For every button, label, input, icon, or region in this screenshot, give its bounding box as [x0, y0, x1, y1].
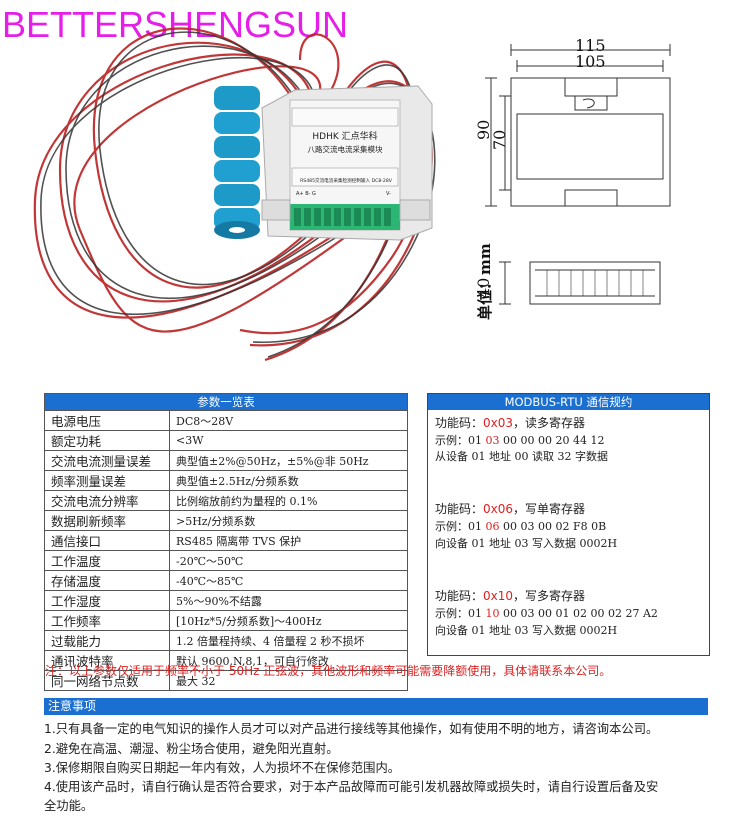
- module-bottom-label: RS485交流电流采集检测控制输入 DC8-28V: [300, 177, 393, 184]
- ex-suffix: 00 03 00 02 F8 0B: [499, 520, 607, 533]
- param-value: <3W: [169, 430, 408, 451]
- ex-prefix: 示例：01: [435, 607, 486, 620]
- param-table-header: 参数一览表: [44, 393, 408, 411]
- ex-prefix: 示例：01: [435, 520, 486, 533]
- param-value: >5Hz/分频系数: [169, 510, 408, 531]
- param-key: 工作温度: [44, 550, 170, 571]
- modbus-example-line: 示例：01 10 00 03 00 01 02 00 02 27 A2: [435, 605, 658, 621]
- param-value: 1.2 倍量程持续、4 倍量程 2 秒不损坏: [169, 630, 408, 651]
- param-value: 典型值±2%@50Hz，±5%@非 50Hz: [169, 450, 408, 471]
- param-key: 通信接口: [44, 530, 170, 551]
- notice-item: 2.避免在高温、潮湿、粉尘场合使用，避免阳光直射。: [44, 742, 339, 756]
- table-row: 工作温度-20℃～50℃: [44, 550, 408, 571]
- notice-item: 3.保修期限自购买日期起一年内有效，人为损坏不在保修范围内。: [44, 761, 401, 775]
- fn-code: 0x03: [483, 416, 514, 430]
- modbus-desc: 向设备 01 地址 03 写入数据 0002H: [435, 624, 618, 637]
- red-note: 注：以上参数仅适用于频率不小于 50Hz 正弦波，其他波形和频率可能需要降额使用…: [45, 664, 612, 678]
- modbus-desc: 向设备 01 地址 03 写入数据 0002H: [435, 537, 618, 550]
- dim-width-outer: 115: [575, 36, 606, 55]
- param-key: 工作湿度: [44, 590, 170, 611]
- table-row: 频率测量误差典型值±2.5Hz/分频系数: [44, 470, 408, 491]
- param-value: 最大 32: [169, 670, 408, 691]
- param-key: 工作频率: [44, 610, 170, 631]
- fn-code: 0x06: [483, 502, 514, 516]
- param-key: 同一网络节点数: [44, 670, 170, 691]
- modbus-function-line: 功能码：0x10，写多寄存器: [435, 587, 585, 604]
- modbus-example-line: 示例：01 06 00 03 00 02 F8 0B: [435, 518, 606, 534]
- ex-code: 06: [485, 520, 500, 533]
- param-value: 比例缩放前约为量程的 0.1%: [169, 490, 408, 511]
- module-pin-right: V-: [386, 191, 391, 197]
- modbus-panel: MODBUS-RTU 通信规约 功能码：0x03，读多寄存器 示例：01 03 …: [427, 393, 710, 656]
- param-value: 典型值±2.5Hz/分频系数: [169, 470, 408, 491]
- fn-code: 0x10: [483, 589, 514, 603]
- table-row: 额定功耗<3W: [44, 430, 408, 451]
- fn-prefix: 功能码：: [435, 502, 484, 516]
- notice-item: 1.只有具备一定的电气知识的操作人员才可以对产品进行接线等其他操作，如有使用不明…: [44, 722, 659, 736]
- product-photo: HDHK 汇点华科 八路交流电流采集模块 RS485交流电流采集检测控制输入 D…: [33, 27, 436, 362]
- param-value: 默认 9600,N,8,1，可自行修改: [169, 650, 408, 671]
- param-key: 频率测量误差: [44, 470, 170, 491]
- param-value: -40℃～85℃: [169, 570, 408, 591]
- modbus-function-line: 功能码：0x06，写单寄存器: [435, 500, 585, 517]
- table-row: 工作频率[10Hz*5/分频系数]～400Hz: [44, 610, 408, 631]
- table-row: 交流电流测量误差典型值±2%@50Hz，±5%@非 50Hz: [44, 450, 408, 471]
- table-row: 数据刷新频率>5Hz/分频系数: [44, 510, 408, 531]
- param-key: 交流电流测量误差: [44, 450, 170, 471]
- modbus-example-line: 示例：01 03 00 00 00 20 44 12: [435, 432, 604, 448]
- module-title: HDHK 汇点华科: [312, 130, 377, 142]
- param-value: 5%～90%不结露: [169, 590, 408, 611]
- modbus-desc: 从设备 01 地址 00 读取 32 字数据: [435, 450, 608, 463]
- param-key: 电源电压: [44, 410, 170, 431]
- fn-prefix: 功能码：: [435, 416, 484, 430]
- table-row: 通讯波特率默认 9600,N,8,1，可自行修改: [44, 650, 408, 671]
- ex-prefix: 示例：01: [435, 434, 486, 447]
- modbus-function-line: 功能码：0x03，读多寄存器: [435, 414, 585, 431]
- param-key: 交流电流分辨率: [44, 490, 170, 511]
- table-row: 存储温度-40℃～85℃: [44, 570, 408, 591]
- notice-header: 注意事项: [44, 698, 708, 715]
- table-row: 同一网络节点数最大 32: [44, 670, 408, 691]
- param-key: 过载能力: [44, 630, 170, 651]
- unit-label: 单位：mm: [476, 243, 494, 320]
- param-key: 存储温度: [44, 570, 170, 591]
- notice-item: 全功能。: [44, 799, 94, 813]
- module-pins: A+ B- G: [296, 191, 316, 197]
- param-key: 数据刷新频率: [44, 510, 170, 531]
- param-value: RS485 隔离带 TVS 保护: [169, 530, 408, 551]
- param-value: -20℃～50℃: [169, 550, 408, 571]
- param-value: DC8～28V: [169, 410, 408, 431]
- module-subtitle: 八路交流电流采集模块: [308, 144, 383, 154]
- brand-title: BETTERSHENGSUN: [2, 4, 349, 45]
- param-value: [10Hz*5/分频系数]～400Hz: [169, 610, 408, 631]
- table-row: 交流电流分辨率比例缩放前约为量程的 0.1%: [44, 490, 408, 511]
- param-key: 额定功耗: [44, 430, 170, 451]
- ex-suffix: 00 00 00 20 44 12: [499, 434, 605, 447]
- dim-height-inner: 70: [490, 129, 509, 150]
- dim-width-inner: 105: [575, 52, 606, 71]
- fn-suffix: ，读多寄存器: [513, 416, 586, 430]
- fn-prefix: 功能码：: [435, 589, 484, 603]
- modbus-header: MODBUS-RTU 通信规约: [428, 394, 709, 410]
- notice-item: 4.使用该产品时，请自行确认是否符合要求，对于本产品故障而可能引发机器故障或损失…: [44, 780, 659, 794]
- dimension-drawing: [485, 44, 671, 305]
- ex-suffix: 00 03 00 01 02 00 02 27 A2: [499, 607, 658, 620]
- fn-suffix: ，写多寄存器: [513, 589, 586, 603]
- ex-code: 03: [485, 434, 500, 447]
- fn-suffix: ，写单寄存器: [513, 502, 586, 516]
- ex-code: 10: [485, 607, 500, 620]
